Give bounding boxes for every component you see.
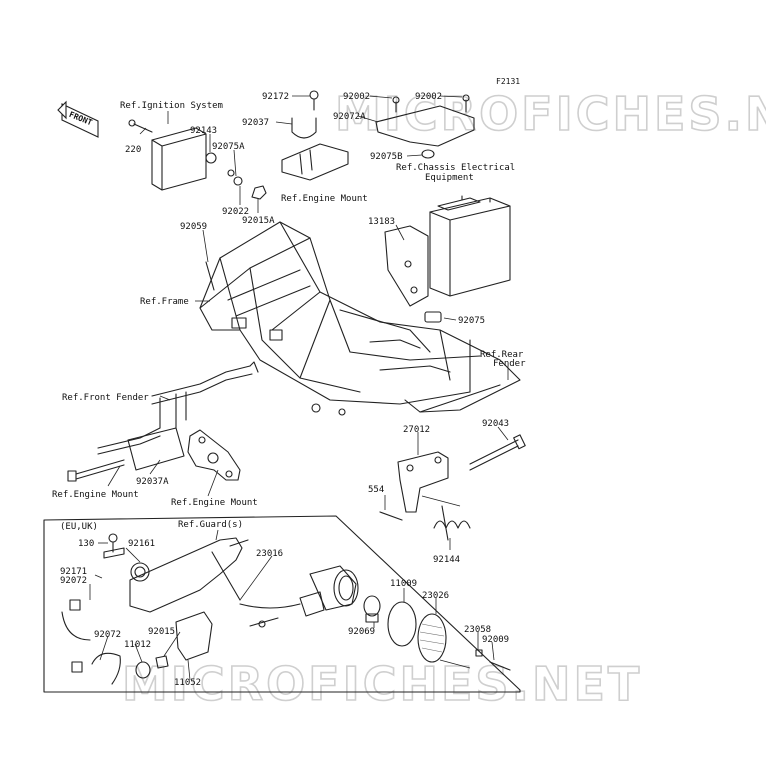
part-92072A: 92072A bbox=[333, 112, 366, 122]
turn-signal bbox=[239, 565, 359, 628]
ref-engine-mount-left: Ref.Engine Mount bbox=[52, 490, 139, 500]
clamp-92072-upper bbox=[61, 599, 91, 641]
part-554: 554 bbox=[368, 485, 384, 495]
bracket-27012 bbox=[397, 451, 449, 513]
part-92075: 92075 bbox=[458, 316, 485, 326]
part-92002-b: 92002 bbox=[415, 92, 442, 102]
part-27012: 27012 bbox=[403, 425, 430, 435]
region-label: (EU,UK) bbox=[60, 522, 98, 532]
part-92144: 92144 bbox=[433, 555, 460, 565]
pin-554 bbox=[379, 511, 403, 521]
watermark-top: MICROFICHES.NET bbox=[335, 87, 766, 141]
part-92069: 92069 bbox=[348, 627, 375, 637]
part-92037: 92037 bbox=[242, 118, 269, 128]
bolt-engine-mount bbox=[67, 459, 125, 482]
part-92072-upper: 92072 bbox=[60, 576, 87, 586]
battery-holder-13183 bbox=[384, 225, 429, 307]
part-92171: 92171 bbox=[60, 567, 87, 577]
part-92015: 92015 bbox=[148, 627, 175, 637]
part-92172: 92172 bbox=[262, 92, 289, 102]
part-92002-a: 92002 bbox=[343, 92, 370, 102]
ref-guard: Ref.Guard(s) bbox=[178, 520, 243, 530]
screw-130 bbox=[103, 533, 125, 559]
ref-ignition-system: Ref.Ignition System bbox=[120, 101, 223, 111]
figure-code: F2131 bbox=[496, 77, 520, 86]
bolt-92043 bbox=[469, 434, 526, 471]
part-11009: 11009 bbox=[390, 579, 417, 589]
part-92072-lower: 92072 bbox=[94, 630, 121, 640]
part-92037A: 92037A bbox=[136, 477, 169, 487]
leader-lines bbox=[89, 95, 509, 681]
part-220: 220 bbox=[125, 145, 141, 155]
part-23016: 23016 bbox=[256, 549, 283, 559]
ref-chassis-electrical: Ref.Chassis Electrical bbox=[396, 163, 515, 173]
front-fender-bracket bbox=[97, 361, 259, 455]
ref-engine-mount-mid: Ref.Engine Mount bbox=[171, 498, 258, 508]
part-92043: 92043 bbox=[482, 419, 509, 429]
bracket-11052 bbox=[175, 611, 213, 661]
part-130: 130 bbox=[78, 539, 94, 549]
nuts-ignition bbox=[227, 169, 267, 200]
part-11012: 11012 bbox=[124, 640, 151, 650]
gasket-11009 bbox=[387, 601, 417, 647]
ref-chassis-equipment: Equipment bbox=[425, 173, 474, 183]
lens-23026 bbox=[417, 613, 447, 663]
battery bbox=[429, 195, 511, 297]
nut-92015 bbox=[155, 655, 169, 669]
pin-92059 bbox=[205, 261, 215, 291]
part-92143: 92143 bbox=[190, 126, 217, 136]
part-92075B: 92075B bbox=[370, 152, 403, 162]
part-13183: 13183 bbox=[368, 217, 395, 227]
grommet-11012 bbox=[135, 661, 151, 679]
engine-mount-plate bbox=[187, 429, 241, 481]
plate-92037A bbox=[127, 427, 185, 471]
part-23026: 23026 bbox=[422, 591, 449, 601]
part-92022: 92022 bbox=[222, 207, 249, 217]
bracket-92037 bbox=[281, 90, 349, 181]
part-92161: 92161 bbox=[128, 539, 155, 549]
clamp-92072-lower bbox=[71, 652, 121, 685]
cap-92075 bbox=[424, 311, 442, 323]
spring-92144 bbox=[433, 505, 471, 541]
part-11052: 11052 bbox=[174, 678, 201, 688]
ignition-unit bbox=[128, 119, 217, 191]
bracket-92072A bbox=[375, 94, 475, 159]
bulb-92069 bbox=[363, 595, 381, 623]
part-92009: 92009 bbox=[482, 635, 509, 645]
screw-92009 bbox=[489, 661, 511, 671]
nut-23058 bbox=[475, 649, 483, 657]
eu-uk-box bbox=[43, 515, 521, 693]
frame bbox=[199, 221, 521, 416]
lamp-bracket bbox=[129, 537, 249, 613]
ref-engine-mount-top: Ref.Engine Mount bbox=[281, 194, 368, 204]
part-23058: 23058 bbox=[464, 625, 491, 635]
ref-front-fender: Ref.Front Fender bbox=[62, 393, 149, 403]
ref-frame: Ref.Frame bbox=[140, 297, 189, 307]
front-arrow-icon: FRONT bbox=[57, 100, 99, 138]
part-92015A: 92015A bbox=[242, 216, 275, 226]
part-92059: 92059 bbox=[180, 222, 207, 232]
part-92075A: 92075A bbox=[212, 142, 245, 152]
ref-rear-fender-1: Ref.Rear bbox=[480, 350, 524, 360]
ref-rear-fender-2: Fender bbox=[493, 359, 526, 369]
watermark-bottom: MICROFICHES.NET bbox=[122, 657, 642, 711]
